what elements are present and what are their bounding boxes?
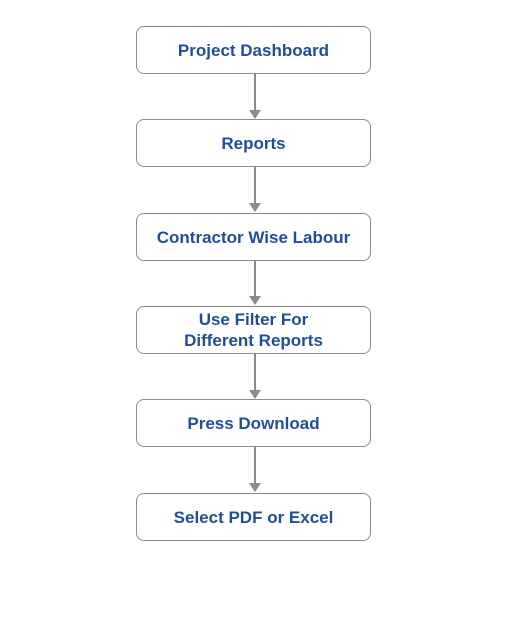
step-label: Reports (221, 133, 286, 153)
step-select-pdf-or-excel: Select PDF or Excel (136, 493, 371, 541)
step-label: Press Download (187, 413, 320, 433)
step-label: Project Dashboard (177, 40, 330, 60)
step-label: Select PDF or Excel (173, 507, 334, 527)
arrow-down-icon (249, 390, 261, 399)
arrow-down-icon (249, 203, 261, 212)
connector-line (254, 261, 256, 297)
arrow-down-icon (249, 110, 261, 119)
connector-line (254, 167, 256, 204)
step-label: Use Filter For Different Reports (184, 310, 323, 350)
step-reports: Reports (136, 119, 371, 167)
connector-line (254, 74, 256, 111)
step-use-filter: Use Filter For Different Reports (136, 306, 371, 354)
step-contractor-wise-labour: Contractor Wise Labour (136, 213, 371, 261)
connector-line (254, 354, 256, 391)
arrow-down-icon (249, 483, 261, 492)
step-label: Contractor Wise Labour (156, 227, 351, 247)
step-press-download: Press Download (136, 399, 371, 447)
connector-line (254, 447, 256, 484)
step-project-dashboard: Project Dashboard (136, 26, 371, 74)
arrow-down-icon (249, 296, 261, 305)
